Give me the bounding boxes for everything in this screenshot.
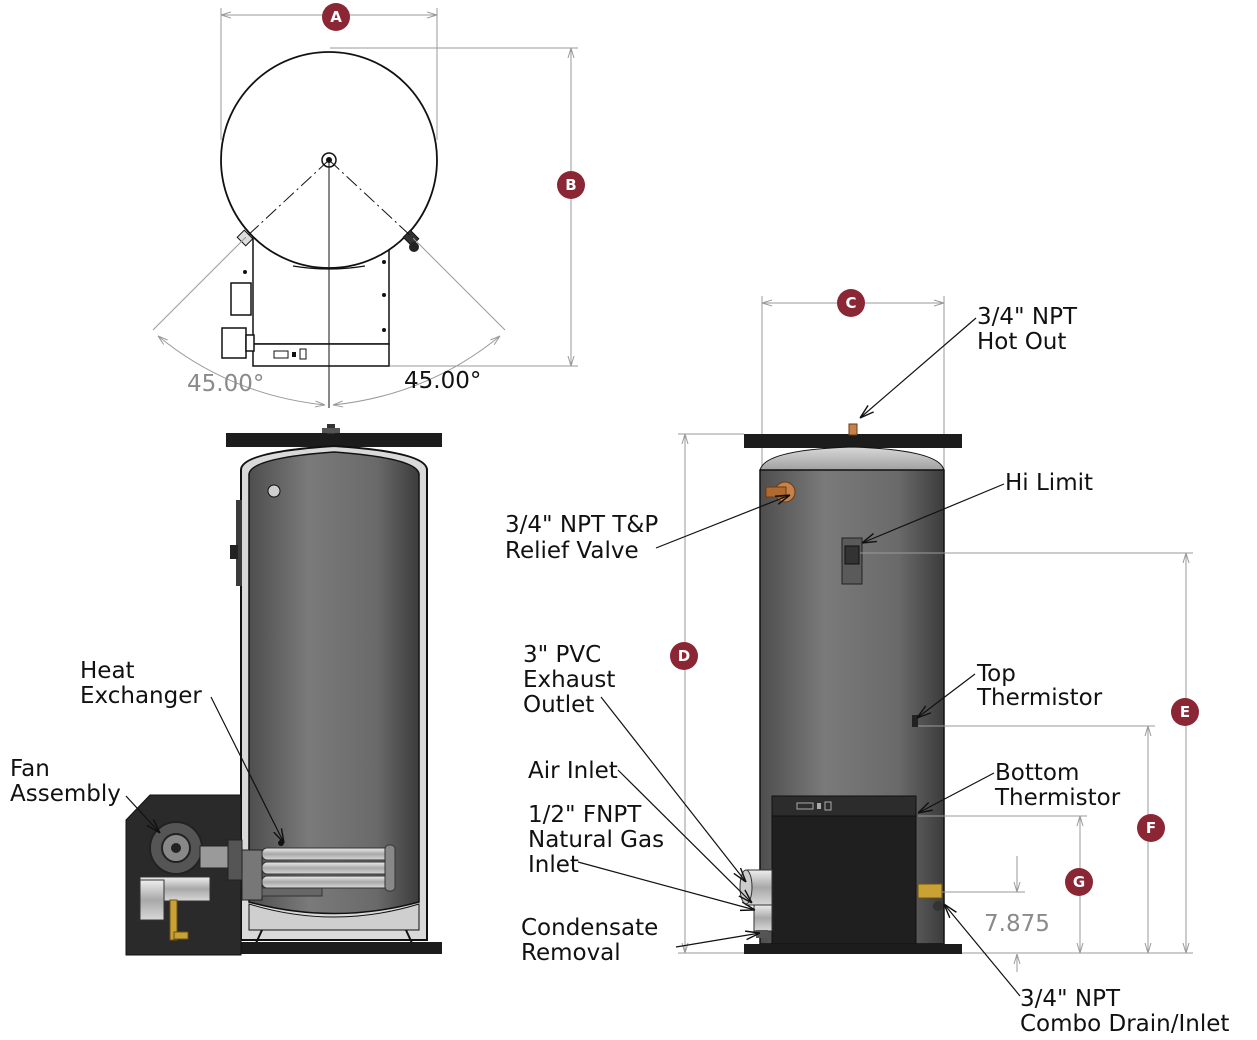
section-view — [125, 424, 442, 956]
heat-exchanger-label-1: Heat — [80, 658, 135, 684]
heat-exchanger-label-2: Exchanger — [80, 683, 202, 709]
dimension-badges: A B C D E F G — [322, 3, 1199, 896]
gas-inlet-label-3: Inlet — [528, 852, 579, 878]
relief-valve-label-1: 3/4" NPT T&P — [505, 512, 658, 538]
badge-g: G — [1065, 868, 1093, 896]
hot-out-label-1: 3/4" NPT — [977, 304, 1078, 330]
svg-text:C: C — [845, 294, 856, 312]
exhaust-label-2: Exhaust — [523, 667, 615, 693]
hot-out-label-2: Hot Out — [977, 329, 1066, 355]
top-thermistor-label-1: Top — [976, 661, 1016, 687]
condensate-label-1: Condensate — [521, 915, 658, 941]
front-view — [678, 296, 1193, 972]
top-thermistor-label-2: Thermistor — [976, 685, 1103, 711]
drain-label-1: 3/4" NPT — [1020, 986, 1121, 1012]
air-inlet-label: Air Inlet — [528, 758, 618, 784]
badge-c: C — [837, 289, 865, 317]
fan-assembly-label-2: Assembly — [10, 781, 121, 807]
badge-f: F — [1137, 814, 1165, 842]
labels: 45.00° 45.00° 7.875 Heat Exchanger Fan A… — [10, 304, 1229, 1037]
exhaust-label-1: 3" PVC — [523, 642, 601, 668]
dimension-value: 7.875 — [984, 911, 1050, 937]
badge-a: A — [322, 3, 350, 31]
badge-e: E — [1171, 698, 1199, 726]
exhaust-label-3: Outlet — [523, 692, 594, 718]
svg-text:B: B — [565, 176, 576, 194]
svg-text:A: A — [330, 8, 342, 26]
leader-lines — [125, 317, 1021, 997]
angle-right-label: 45.00° — [404, 368, 481, 394]
svg-text:G: G — [1073, 873, 1085, 891]
badge-b: B — [557, 171, 585, 199]
gas-inlet-label-2: Natural Gas — [528, 827, 664, 853]
condensate-label-2: Removal — [521, 940, 621, 966]
bottom-thermistor-label-1: Bottom — [995, 760, 1079, 786]
fan-assembly-label-1: Fan — [10, 756, 50, 782]
svg-text:F: F — [1146, 819, 1156, 837]
bottom-thermistor-label-2: Thermistor — [994, 785, 1121, 811]
drain-label-2: Combo Drain/Inlet — [1020, 1011, 1229, 1037]
svg-text:E: E — [1180, 703, 1190, 721]
gas-inlet-label-1: 1/2" FNPT — [528, 802, 642, 828]
angle-left-label: 45.00° — [187, 371, 264, 397]
badge-d: D — [670, 642, 698, 670]
svg-text:D: D — [678, 647, 690, 665]
top-view — [152, 8, 578, 408]
hi-limit-label: Hi Limit — [1005, 470, 1093, 496]
relief-valve-label-2: Relief Valve — [505, 538, 639, 564]
